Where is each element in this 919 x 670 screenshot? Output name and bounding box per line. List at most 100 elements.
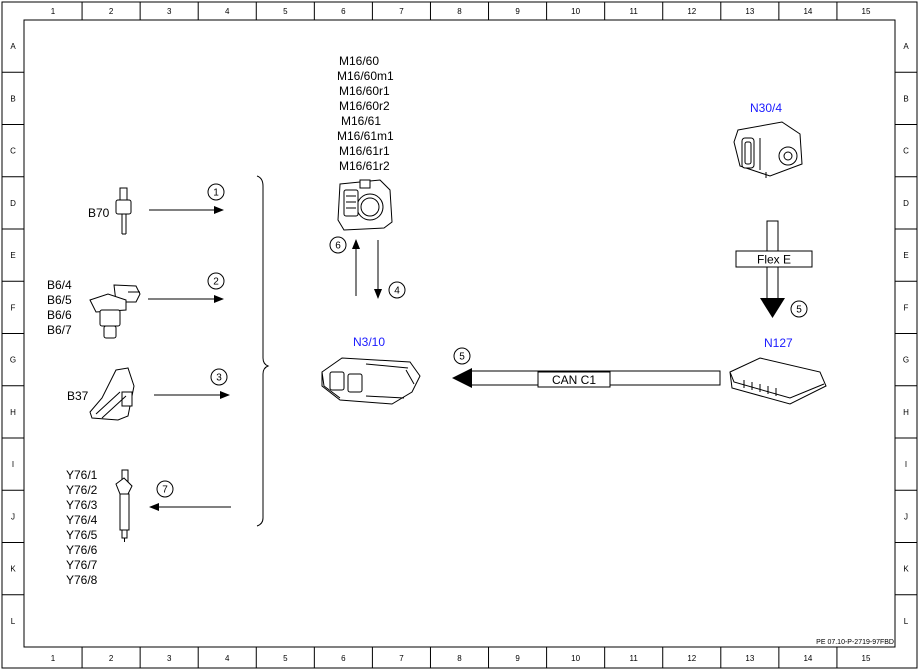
y76-label-4: Y76/4	[66, 513, 98, 527]
row-label-right: F	[904, 303, 909, 312]
column-label-bottom: 9	[515, 654, 520, 663]
row-label-left: C	[10, 147, 16, 156]
y76-label-2: Y76/2	[66, 483, 98, 497]
b6-label-1: B6/4	[47, 278, 72, 292]
row-label-right: I	[905, 460, 907, 469]
row-label-left: E	[10, 251, 15, 260]
marker-2-circle	[207, 272, 225, 290]
b6-label-3: B6/6	[47, 308, 72, 322]
row-label-left: H	[10, 408, 16, 417]
powertrain-module-icon	[729, 357, 827, 405]
n3-10-label: N3/10	[353, 335, 385, 349]
b37-component: B37 3	[67, 367, 230, 421]
n127-label: N127	[764, 336, 793, 350]
column-label-bottom: 4	[225, 654, 230, 663]
y76-component: Y76/1 Y76/2 Y76/3 Y76/4 Y76/5 Y76/6 Y76/…	[66, 468, 231, 587]
m16-label-4: M16/60r2	[339, 99, 390, 113]
b6-component: B6/4 B6/5 B6/6 B6/7 2	[47, 272, 225, 339]
marker-1-circle	[207, 183, 225, 201]
m16-label-3: M16/60r1	[339, 84, 390, 98]
y76-label-1: Y76/1	[66, 468, 98, 482]
column-label-bottom: 13	[745, 654, 754, 663]
marker-5b-circle	[790, 300, 808, 318]
m16-component: M16/60 M16/60m1 M16/60r1 M16/60r2 M16/61…	[329, 54, 406, 299]
marker-4: 4	[394, 286, 400, 297]
row-label-right: E	[903, 251, 908, 260]
marker-2: 2	[213, 277, 219, 288]
flex-e-label-box	[735, 250, 813, 268]
column-label-bottom: 1	[51, 654, 56, 663]
column-label-top: 1	[51, 7, 56, 16]
y76-label-6: Y76/6	[66, 543, 98, 557]
b6-label-4: B6/7	[47, 323, 72, 337]
column-label-top: 9	[515, 7, 520, 16]
column-label-top: 8	[457, 7, 462, 16]
b37-label: B37	[67, 389, 89, 403]
column-label-bottom: 2	[109, 654, 114, 663]
flex-e-bus: Flex E 5	[735, 220, 813, 318]
n3-10-component: N3/10	[321, 335, 421, 405]
row-label-left: L	[11, 617, 16, 626]
b70-sensor-icon	[115, 187, 132, 235]
row-label-right: J	[904, 512, 908, 521]
column-label-top: 4	[225, 7, 230, 16]
document-code: PE 07.10-P-2719-97FBD	[816, 639, 894, 646]
marker-5b: 5	[796, 305, 802, 316]
column-label-bottom: 11	[630, 654, 639, 663]
m16-label-5: M16/61	[341, 114, 381, 128]
row-label-left: J	[11, 512, 15, 521]
column-label-bottom: 15	[862, 654, 871, 663]
row-label-right: H	[903, 408, 909, 417]
marker-1: 1	[213, 188, 219, 199]
marker-7-circle	[156, 480, 174, 498]
row-label-right: G	[903, 356, 909, 365]
column-label-bottom: 7	[399, 654, 404, 663]
marker-3-circle	[210, 368, 228, 386]
m16-label-8: M16/61r2	[339, 159, 390, 173]
row-label-left: G	[10, 356, 16, 365]
column-label-bottom: 10	[571, 654, 580, 663]
b70-component: B70 1	[88, 183, 225, 235]
b37-pedal-icon	[89, 367, 135, 421]
column-label-top: 14	[803, 7, 812, 16]
column-label-top: 12	[687, 7, 696, 16]
marker-7: 7	[162, 485, 168, 496]
column-label-top: 10	[571, 7, 580, 16]
throttle-body-icon	[337, 179, 393, 231]
marker-5a-circle	[453, 347, 471, 365]
row-label-left: B	[10, 94, 15, 103]
b6-label-2: B6/5	[47, 293, 72, 307]
m16-label-6: M16/61m1	[337, 129, 394, 143]
marker-4-circle	[388, 281, 406, 299]
marker-5a: 5	[459, 352, 465, 363]
column-label-bottom: 6	[341, 654, 346, 663]
row-label-left: A	[10, 42, 16, 51]
column-label-top: 11	[630, 7, 639, 16]
row-label-right: B	[903, 94, 908, 103]
can-bus: CAN C1 5	[452, 347, 721, 388]
column-label-top: 7	[399, 7, 404, 16]
row-label-left: F	[11, 303, 16, 312]
row-label-right: A	[903, 42, 909, 51]
row-label-left: K	[10, 565, 16, 574]
flex-e-label: Flex E	[757, 253, 791, 267]
column-label-top: 5	[283, 7, 288, 16]
n30-4-label: N30/4	[750, 101, 782, 115]
row-label-right: C	[903, 147, 909, 156]
y76-label-8: Y76/8	[66, 573, 98, 587]
marker-6: 6	[335, 241, 341, 252]
row-label-right: L	[904, 617, 909, 626]
row-label-right: D	[903, 199, 909, 208]
can-bus-arrowhead	[452, 368, 472, 388]
m16-label-1: M16/60	[339, 54, 379, 68]
column-label-bottom: 5	[283, 654, 288, 663]
flex-e-bus-arrowhead	[760, 298, 785, 318]
b70-label: B70	[88, 206, 110, 220]
n30-4-component: N30/4	[733, 101, 803, 178]
column-label-bottom: 8	[457, 654, 462, 663]
column-label-bottom: 12	[687, 654, 696, 663]
row-label-left: I	[12, 460, 14, 469]
can-bus-label-box	[537, 371, 611, 388]
